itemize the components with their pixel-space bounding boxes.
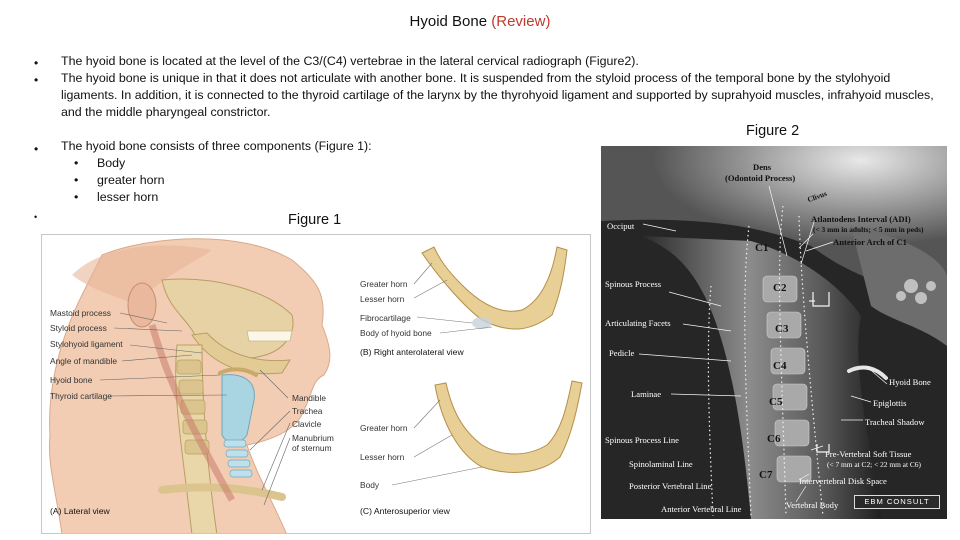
label-sternum: of sternum (292, 443, 332, 453)
xr-label-anterior-line: Anterior Vertebral Line (661, 504, 742, 514)
radiograph-drawing (601, 146, 947, 519)
xr-label-prevertebral: Pre-Vertebral Soft Tissue (825, 449, 912, 459)
view-c-caption: (C) Anterosuperior view (360, 506, 450, 516)
xr-label-dens: Dens (753, 162, 772, 172)
xr-label-posterior-line: Posterior Vertebral Line (629, 481, 712, 491)
label-clavicle: Clavicle (292, 419, 322, 429)
xr-label-adi-note: (< 3 mm in adults; < 5 mm in peds) (813, 225, 924, 234)
component-label: greater horn (97, 173, 165, 187)
label-fibrocartilage: Fibrocartilage (360, 313, 411, 323)
xr-label-pedicle: Pedicle (609, 348, 635, 358)
label-lesser-horn-b: Lesser horn (360, 294, 405, 304)
label-manubrium: Manubrium (292, 433, 334, 443)
label-greater-horn-b: Greater horn (360, 279, 408, 289)
label-mastoid: Mastoid process (50, 308, 111, 318)
anatomy-drawing (48, 238, 583, 533)
bullet-text-1: The hyoid bone is located at the level o… (61, 54, 639, 68)
label-stylohyoid: Stylohyoid ligament (50, 339, 123, 349)
xr-label-epiglottis: Epiglottis (873, 398, 907, 408)
xr-label-prevertebral-note: (< 7 mm at C2; < 22 mm at C6) (827, 460, 921, 469)
xr-level-c2: C2 (773, 282, 787, 294)
label-thyroid-cartilage: Thyroid cartilage (50, 391, 112, 401)
label-trachea: Trachea (292, 406, 323, 416)
xr-label-disk: Intervertebral Disk Space (799, 476, 887, 486)
label-styloid: Styloid process (50, 323, 107, 333)
view-b-caption: (B) Right anterolateral view (360, 347, 464, 357)
label-lesser-horn-c: Lesser horn (360, 452, 405, 462)
xr-label-odontoid: (Odontoid Process) (725, 173, 796, 183)
label-greater-horn-c: Greater horn (360, 423, 408, 433)
figure2-radiograph: Dens (Odontoid Process) Clivus Atlantode… (601, 146, 947, 519)
label-body-c: Body (360, 480, 380, 490)
xr-label-spinous-process-line: Spinous Process Line (605, 435, 679, 445)
component-label: lesser horn (97, 190, 159, 204)
xr-level-c7: C7 (759, 469, 773, 481)
xr-label-spinolaminal-line: Spinolaminal Line (629, 459, 693, 469)
xr-label-articulating-facets: Articulating Facets (605, 318, 671, 328)
xr-label-laminae: Laminae (631, 389, 662, 399)
bullet-text-3: The hyoid bone consists of three compone… (61, 139, 372, 153)
bullet-marker: • (34, 73, 39, 87)
label-angle-mandible: Angle of mandible (50, 356, 118, 366)
xr-level-c1: C1 (755, 242, 769, 254)
xr-label-hyoid: Hyoid Bone (889, 377, 931, 387)
slide-title: Hyoid Bone (Review) (0, 13, 960, 30)
figure2-caption: Figure 2 (746, 123, 800, 139)
xr-level-c5: C5 (769, 396, 783, 408)
label-hyoid: Hyoid bone (50, 375, 93, 385)
xr-label-occiput: Occiput (607, 221, 635, 231)
component-label: Body (97, 156, 126, 170)
xr-level-c6: C6 (767, 433, 781, 445)
xr-label-anterior-arch: Anterior Arch of C1 (833, 237, 907, 247)
label-body-hyoid: Body of hyoid bone (360, 328, 432, 338)
figure1-anatomy-illustration: Mastoid process Styloid process Stylohyo… (41, 234, 591, 534)
title-highlight: (Review) (491, 13, 551, 30)
xr-level-c3: C3 (775, 323, 789, 335)
bullet-marker: • (34, 212, 38, 222)
xr-label-vertebral-body: Vertebral Body (786, 500, 839, 510)
ebm-consult-logo: EBM CONSULT (854, 495, 940, 509)
bullet-text-2: The hyoid bone is unique in that it does… (61, 71, 934, 119)
label-mandible: Mandible (292, 393, 326, 403)
xr-label-tracheal: Tracheal Shadow (865, 417, 925, 427)
xr-level-c4: C4 (773, 360, 787, 372)
bullet-marker: • (34, 142, 39, 156)
view-a-caption: (A) Lateral view (50, 506, 110, 516)
title-text: Hyoid Bone (409, 13, 488, 30)
xr-label-spinous-process: Spinous Process (605, 279, 662, 289)
bullet-marker: • (34, 56, 39, 70)
xr-label-adi: Atlantodens Interval (ADI) (811, 214, 911, 224)
figure1-caption: Figure 1 (288, 212, 342, 228)
